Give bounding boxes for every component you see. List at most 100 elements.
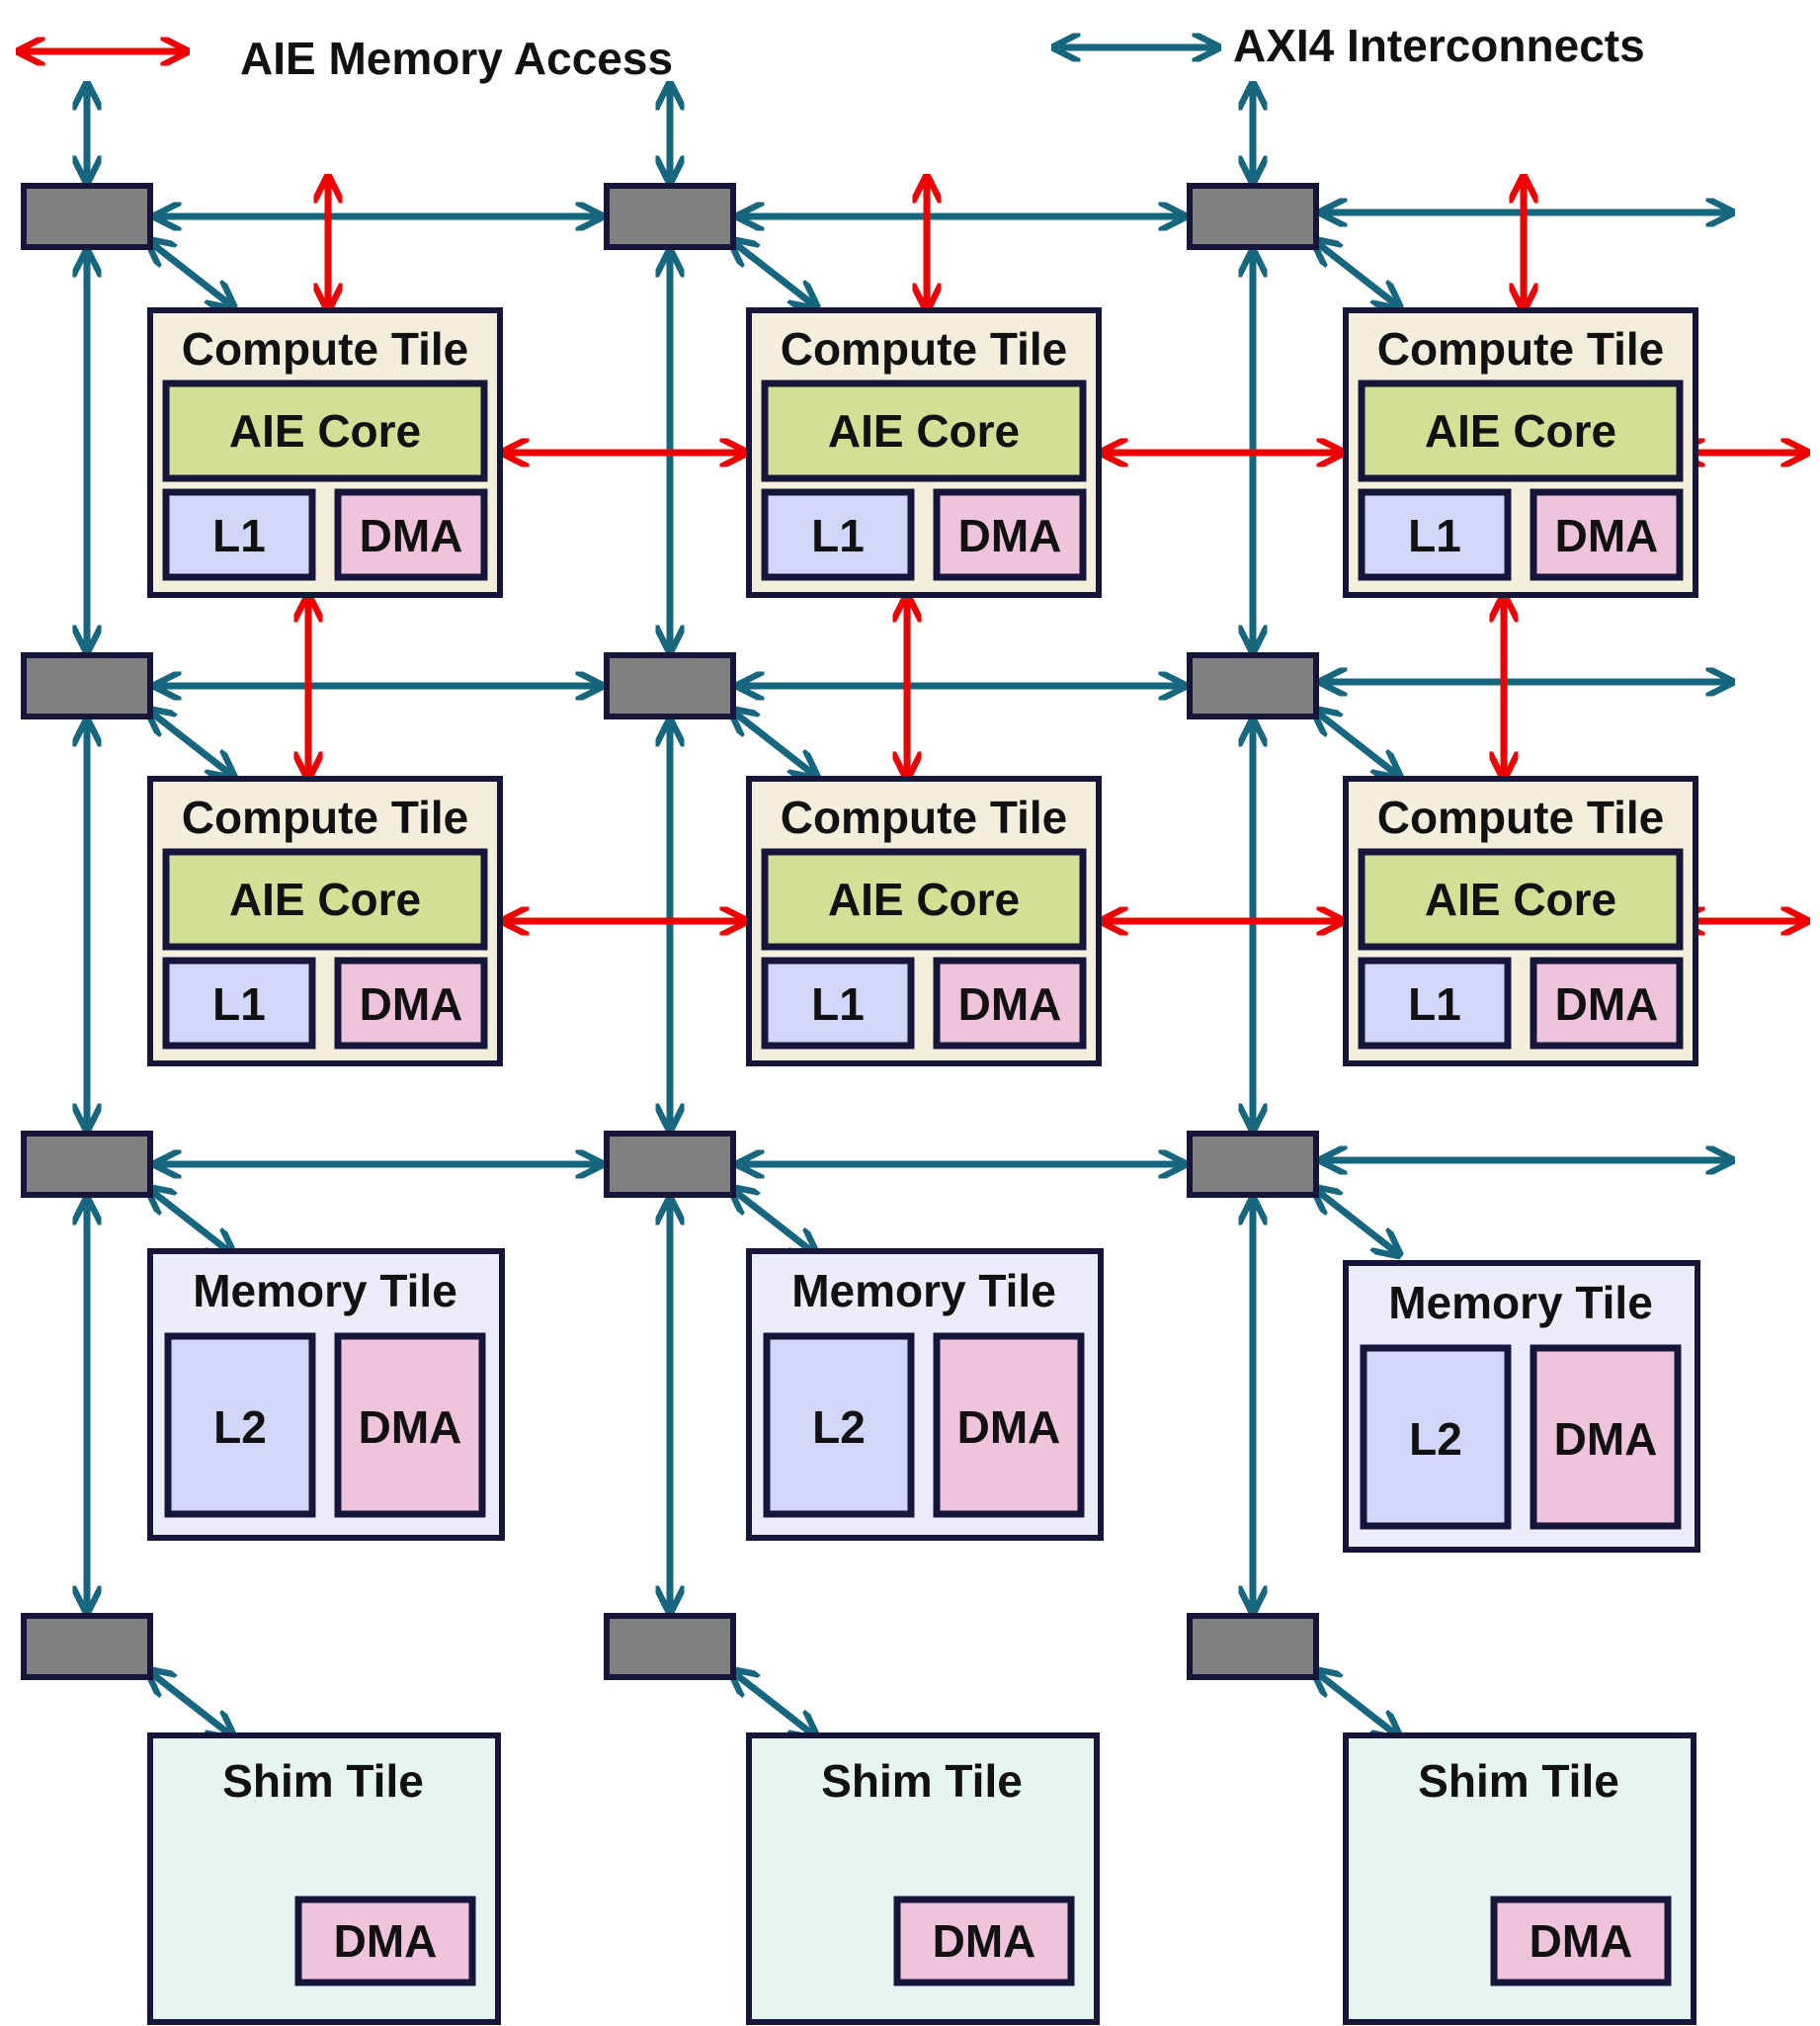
dma-label: DMA <box>1554 1413 1658 1465</box>
dma-block <box>334 488 488 581</box>
shim-tile-title: Shim Tile <box>222 1755 424 1807</box>
aie-core-label: AIE Core <box>229 405 421 457</box>
l1-memory-block <box>761 957 915 1050</box>
dma-block <box>1530 1344 1682 1530</box>
dma-label: DMA <box>1555 978 1659 1030</box>
aie-core-label: AIE Core <box>1425 405 1616 457</box>
compute-tile-title: Compute Tile <box>781 323 1068 375</box>
dma-block <box>893 1896 1075 1986</box>
axi-tile-link <box>150 1672 231 1735</box>
dma-label: DMA <box>359 1401 462 1453</box>
legend: AIE Memory Access AXI4 Interconnects <box>22 20 1645 84</box>
switch-box <box>1187 183 1319 250</box>
switch-box <box>604 652 736 719</box>
dma-label: DMA <box>360 978 463 1030</box>
dma-label: DMA <box>1530 1915 1633 1967</box>
memory-tile-title: Memory Tile <box>791 1265 1056 1316</box>
dma-label: DMA <box>957 1401 1061 1453</box>
dma-label: DMA <box>958 978 1062 1030</box>
l1-label: L1 <box>1408 978 1461 1030</box>
compute-tile-title: Compute Tile <box>182 323 469 375</box>
shim-tile-title: Shim Tile <box>1418 1755 1619 1807</box>
dma-block <box>1490 1896 1672 1986</box>
switch-box <box>604 1131 736 1198</box>
l1-memory-block <box>162 488 316 581</box>
dma-label: DMA <box>1555 510 1659 561</box>
l1-label: L1 <box>811 510 865 561</box>
aie-core-block <box>162 380 488 482</box>
dma-label: DMA <box>958 510 1062 561</box>
aie-core-block <box>1358 848 1684 951</box>
dma-block <box>334 957 488 1050</box>
axi-tile-link <box>733 712 814 775</box>
dma-block <box>334 1332 486 1518</box>
axi-tile-link <box>1316 242 1397 305</box>
aie-core-block <box>761 848 1087 951</box>
switch-box <box>21 1613 153 1680</box>
l2-label: L2 <box>812 1401 866 1453</box>
switch-box <box>1187 652 1319 719</box>
switch-box <box>604 183 736 250</box>
l2-label: L2 <box>1409 1413 1462 1465</box>
dma-block <box>933 957 1087 1050</box>
compute-tile-title: Compute Tile <box>781 792 1068 843</box>
switch-box <box>1187 1613 1319 1680</box>
switch-box <box>21 1131 153 1198</box>
aie-core-label: AIE Core <box>1425 874 1616 925</box>
memory-access-legend-label: AIE Memory Access <box>240 33 673 84</box>
compute-tile-title: Compute Tile <box>1377 323 1665 375</box>
l1-label: L1 <box>212 978 266 1030</box>
l2-memory-block <box>1360 1344 1512 1530</box>
l1-memory-block <box>1358 957 1512 1050</box>
aie-core-label: AIE Core <box>828 405 1020 457</box>
axi-legend-label: AXI4 Interconnects <box>1233 20 1645 71</box>
l1-label: L1 <box>212 510 266 561</box>
axi-tile-link <box>733 1672 814 1735</box>
l1-label: L1 <box>1408 510 1461 561</box>
aie-core-block <box>1358 380 1684 482</box>
axi-tile-link <box>150 1190 231 1253</box>
compute-tile-title: Compute Tile <box>182 792 469 843</box>
aie-core-block <box>162 848 488 951</box>
memory-tile-title: Memory Tile <box>1388 1277 1653 1328</box>
l2-memory-block <box>763 1332 915 1518</box>
dma-label: DMA <box>360 510 463 561</box>
switch-box <box>21 652 153 719</box>
dma-label: DMA <box>933 1915 1036 1967</box>
l1-memory-block <box>1358 488 1512 581</box>
switch-boxes <box>21 183 1319 1680</box>
dma-block <box>1530 957 1684 1050</box>
axi-tile-link <box>1316 712 1397 775</box>
l1-memory-block <box>761 488 915 581</box>
l2-label: L2 <box>213 1401 267 1453</box>
memory-tile-title: Memory Tile <box>193 1265 457 1316</box>
axi-tile-link <box>1316 1672 1397 1735</box>
memory-access-links <box>308 180 1804 921</box>
switch-box <box>1187 1131 1319 1198</box>
l2-memory-block <box>164 1332 316 1518</box>
switch-box <box>21 183 153 250</box>
axi-tile-link <box>733 1190 814 1253</box>
dma-block <box>294 1896 476 1986</box>
axi-tile-link <box>150 242 231 305</box>
switch-box <box>604 1613 736 1680</box>
l1-label: L1 <box>811 978 865 1030</box>
dma-block <box>1530 488 1684 581</box>
axi-tile-link <box>733 242 814 305</box>
dma-label: DMA <box>334 1915 438 1967</box>
aie-core-label: AIE Core <box>828 874 1020 925</box>
